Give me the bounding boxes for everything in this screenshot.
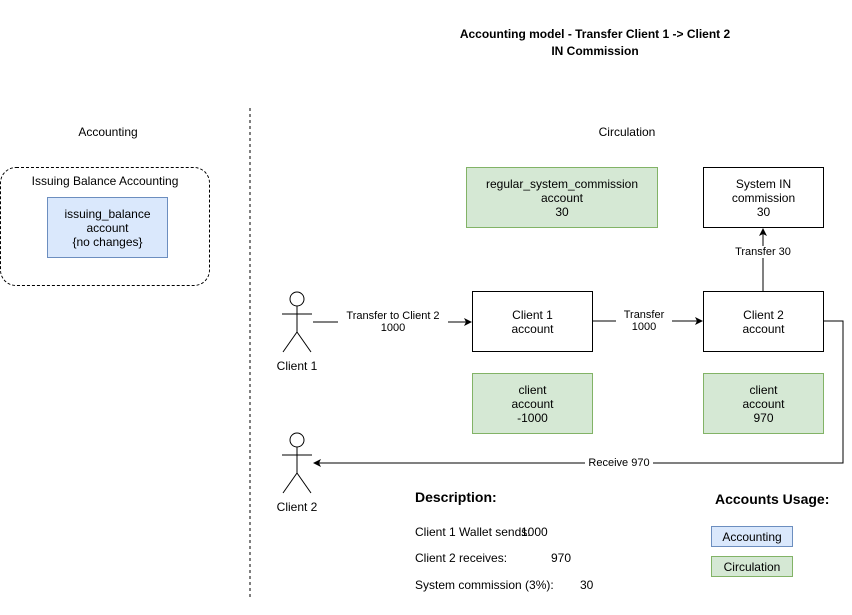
- client1-balance-line3: -1000: [517, 410, 548, 425]
- description-row: Client 2 receives: 970: [415, 551, 571, 565]
- edge-label-transfer-1000-line2: 1000: [631, 321, 657, 333]
- edge-label-transfer-1000: Transfer 1000: [616, 309, 672, 333]
- description-label: System commission (3%):: [415, 578, 554, 592]
- issuing-balance-box-line2: account: [86, 220, 129, 235]
- client1-balance-box: client account -1000: [472, 373, 593, 434]
- diagram-title: Accounting model - Transfer Client 1 -> …: [420, 26, 770, 60]
- diagram-title-line1: Accounting model - Transfer Client 1 -> …: [459, 27, 731, 41]
- client2-balance-line1: client: [749, 382, 778, 397]
- regular-system-commission-box: regular_system_commission account 30: [466, 167, 658, 228]
- client1-account-line1: Client 1: [512, 307, 553, 322]
- client1-actor-icon: [282, 291, 312, 353]
- description-value: 1000: [521, 525, 548, 539]
- description-heading: Description:: [415, 489, 497, 505]
- issuing-balance-group-label: Issuing Balance Accounting: [31, 174, 179, 188]
- edge-label-transfer-to-client2-line1: Transfer to Client 2: [346, 310, 440, 322]
- client2-balance-line2: account: [742, 396, 785, 411]
- client2-account-line1: Client 2: [743, 307, 784, 322]
- legend-accounting: Accounting: [711, 526, 793, 547]
- edge-label-transfer-1000-line1: Transfer: [623, 309, 665, 321]
- edge-label-transfer-to-client2: Transfer to Client 2 1000: [338, 310, 448, 334]
- client1-actor-label: Client 1: [276, 359, 318, 373]
- system-in-commission-box: System IN commission 30: [703, 167, 824, 228]
- description-row: Client 1 Wallet sends: 1000: [415, 525, 548, 539]
- client2-balance-box: client account 970: [703, 373, 824, 434]
- system-in-box-line1: System IN: [735, 176, 792, 191]
- issuing-balance-account-box: issuing_balance account {no changes}: [47, 197, 168, 258]
- commission-box-line1: regular_system_commission: [485, 176, 639, 191]
- client2-balance-line3: 970: [753, 410, 774, 425]
- edge-label-transfer-30: Transfer 30: [728, 246, 798, 258]
- issuing-balance-group: [0, 167, 210, 286]
- client1-account-box: Client 1 account: [472, 291, 593, 352]
- description-value: 970: [551, 551, 572, 565]
- issuing-balance-box-line3: {no changes}: [72, 234, 143, 249]
- description-row: System commission (3%): 30: [415, 578, 593, 592]
- description-label: Client 2 receives:: [415, 551, 508, 565]
- client1-balance-line1: client: [518, 382, 547, 397]
- system-in-box-line2: commission: [731, 190, 796, 205]
- edge-label-transfer-to-client2-line2: 1000: [380, 322, 406, 334]
- legend-circulation: Circulation: [711, 556, 793, 577]
- client2-actor-icon: [282, 432, 312, 494]
- description-label: Client 1 Wallet sends:: [415, 525, 531, 539]
- edge-label-receive-970: Receive 970: [585, 457, 653, 469]
- description-value: 30: [580, 578, 594, 592]
- client2-actor-label: Client 2: [276, 500, 318, 514]
- commission-box-line2: account: [540, 190, 584, 205]
- commission-box-line3: 30: [555, 204, 569, 219]
- usage-heading: Accounts Usage:: [715, 491, 830, 507]
- client2-account-box: Client 2 account: [703, 291, 824, 352]
- diagram-title-line2: IN Commission: [551, 44, 639, 58]
- system-in-box-line3: 30: [756, 204, 771, 219]
- section-label-circulation: Circulation: [598, 125, 656, 139]
- edge-receive-970: [313, 320, 844, 467]
- client1-balance-line2: account: [511, 396, 554, 411]
- client1-account-line2: account: [511, 321, 554, 336]
- client2-account-line2: account: [742, 321, 785, 336]
- section-label-accounting: Accounting: [78, 125, 138, 139]
- issuing-balance-box-line1: issuing_balance: [64, 206, 151, 221]
